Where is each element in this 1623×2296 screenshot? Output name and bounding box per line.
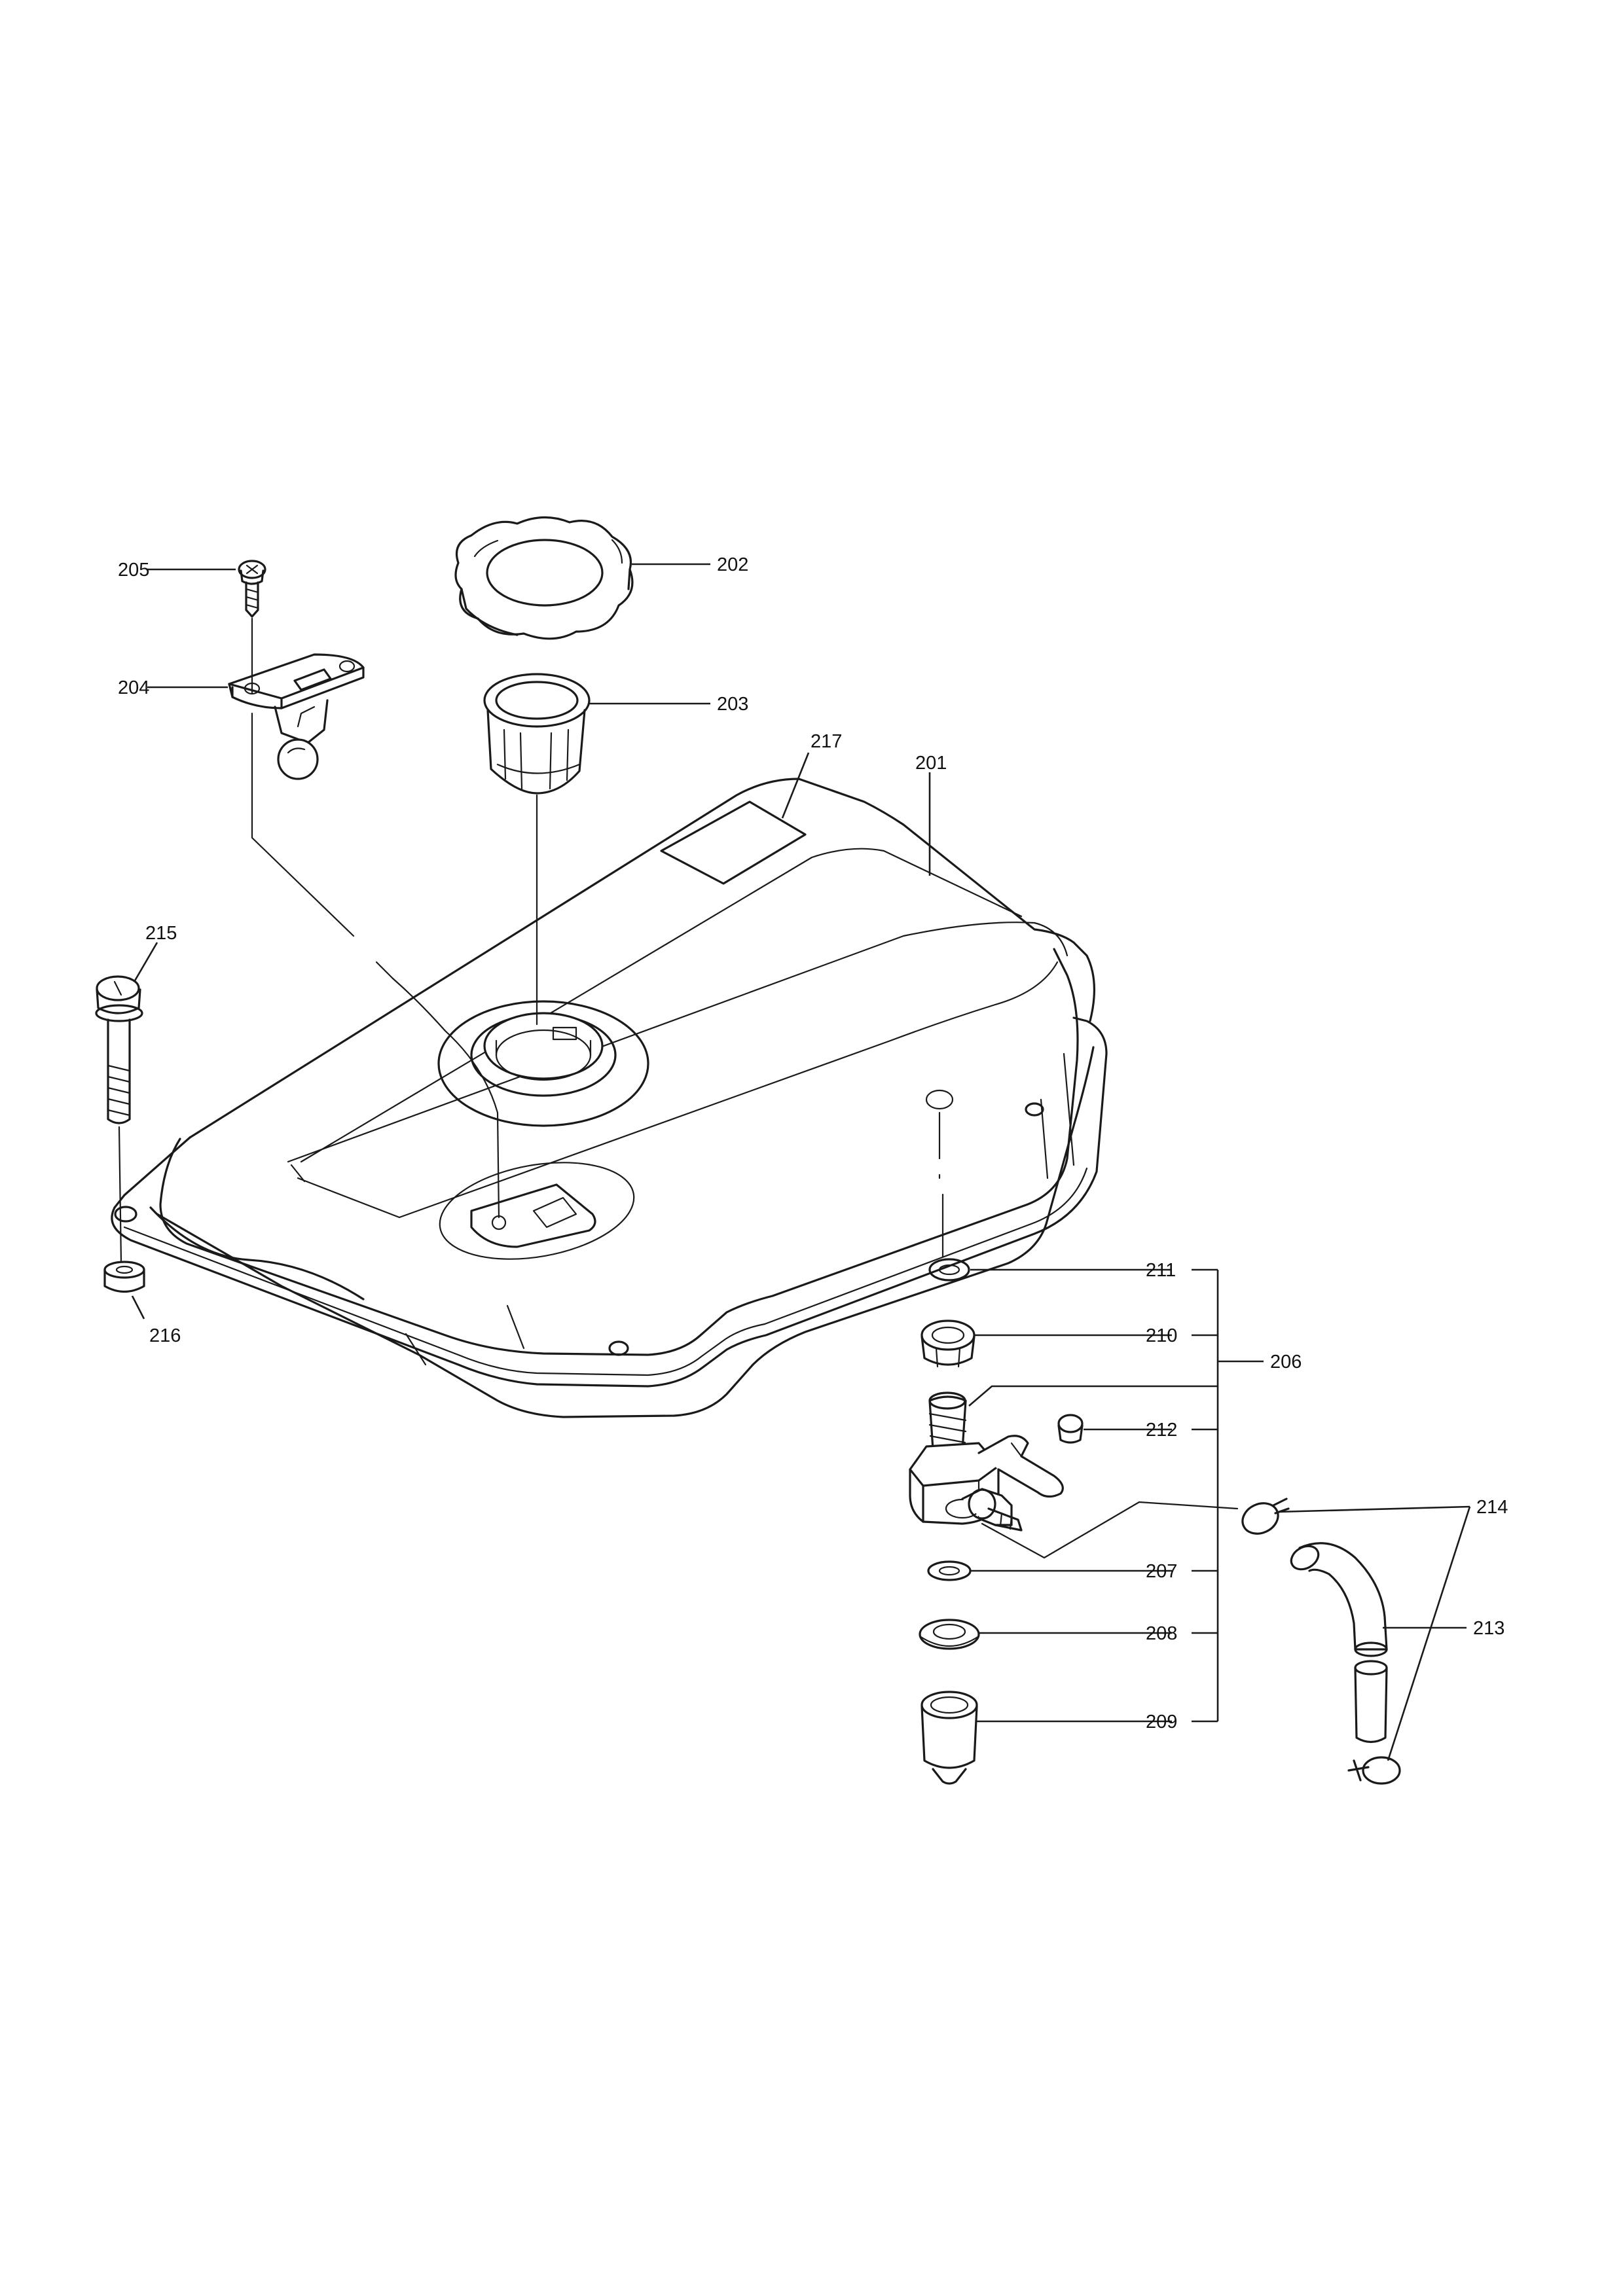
bolt-215: [95, 975, 143, 1124]
screw-212: [1057, 1414, 1084, 1444]
fuel-hose-213: [1290, 1542, 1388, 1744]
callout-202: 202: [717, 554, 748, 575]
o-ring-208: [919, 1619, 980, 1650]
callout-208: 208: [1146, 1623, 1177, 1644]
hose-clamp-214-upper: [1241, 1498, 1290, 1535]
nut-210: [921, 1319, 976, 1368]
callout-217: 217: [811, 731, 842, 752]
callout-209: 209: [1146, 1712, 1177, 1732]
callout-212: 212: [1146, 1420, 1177, 1441]
callout-213: 213: [1473, 1618, 1504, 1639]
callout-203: 203: [717, 694, 748, 715]
hose-clamp-214-lower: [1347, 1756, 1401, 1785]
spacer-216: [103, 1261, 145, 1293]
callout-216: 216: [149, 1325, 181, 1346]
callout-205: 205: [118, 560, 149, 581]
screw-205: [238, 560, 266, 618]
callout-215: 215: [145, 923, 177, 944]
callout-207: 207: [1146, 1561, 1177, 1582]
fuel-tank-201: [111, 778, 1108, 1418]
fuel-gauge-204: [228, 653, 365, 780]
callout-206: 206: [1270, 1352, 1302, 1372]
washer-211: [928, 1258, 970, 1282]
washer-207: [927, 1560, 972, 1581]
fuel-cock-valve: [909, 1391, 1064, 1532]
leader-lines: [131, 563, 1471, 1761]
sediment-cup-209: [921, 1691, 978, 1785]
callout-201: 201: [915, 753, 947, 774]
fuel-cap-202: [454, 516, 634, 640]
callout-214: 214: [1476, 1497, 1508, 1518]
center-lines: [118, 617, 1239, 1559]
callout-210: 210: [1146, 1325, 1177, 1346]
fuel-strainer-203: [483, 673, 591, 795]
callout-211: 211: [1146, 1260, 1176, 1281]
callout-204: 204: [118, 677, 149, 698]
